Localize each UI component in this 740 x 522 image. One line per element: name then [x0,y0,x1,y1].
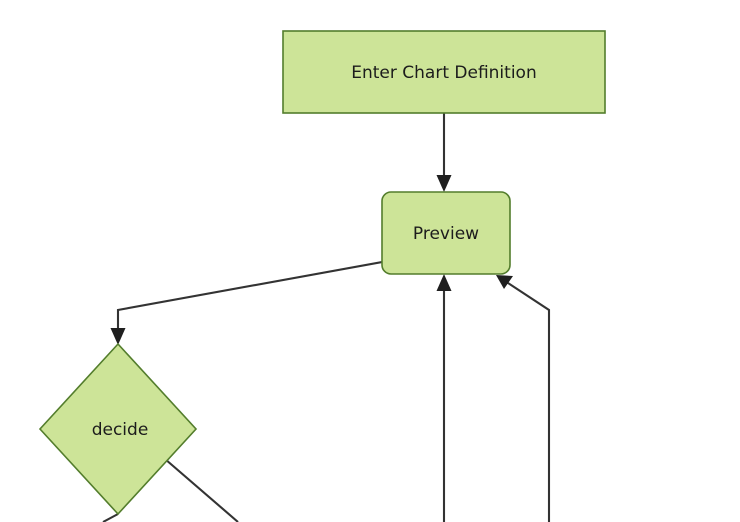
node-enter-chart-definition-shape [282,30,606,114]
edge-offscreen-right-to-preview-line [504,280,551,522]
node-preview-label: Preview [413,224,479,244]
edge-decide-branch-left-line [102,513,119,522]
edge-decide-branch-right-line [164,458,239,522]
node-decide-shape [38,342,198,516]
edge-offscreen-right-to-preview-arrowhead [496,275,513,289]
node-decide-label: decide [92,420,149,440]
edge-decide-branch-right[interactable] [164,458,239,522]
node-enter-chart-definition[interactable]: Enter Chart Definition [282,30,606,114]
edge-offscreen-center-to-preview[interactable] [436,274,452,522]
node-preview[interactable]: Preview [381,191,511,275]
edge-enter-to-preview[interactable] [436,113,452,192]
node-preview-shape [381,191,511,275]
node-decide[interactable]: decide [38,342,198,516]
edge-offscreen-center-to-preview-arrowhead [436,274,452,291]
edge-layer [102,113,551,522]
edge-decide-branch-left[interactable] [102,513,119,522]
edge-enter-to-preview-arrowhead [436,175,452,192]
edge-preview-to-decide[interactable] [110,260,383,345]
edge-preview-to-decide-arrowhead [110,328,126,345]
edge-offscreen-right-to-preview[interactable] [496,275,551,522]
node-layer: Enter Chart Definition Preview decide [38,30,606,516]
edge-preview-to-decide-line [116,260,383,335]
node-enter-chart-definition-label: Enter Chart Definition [351,63,536,83]
